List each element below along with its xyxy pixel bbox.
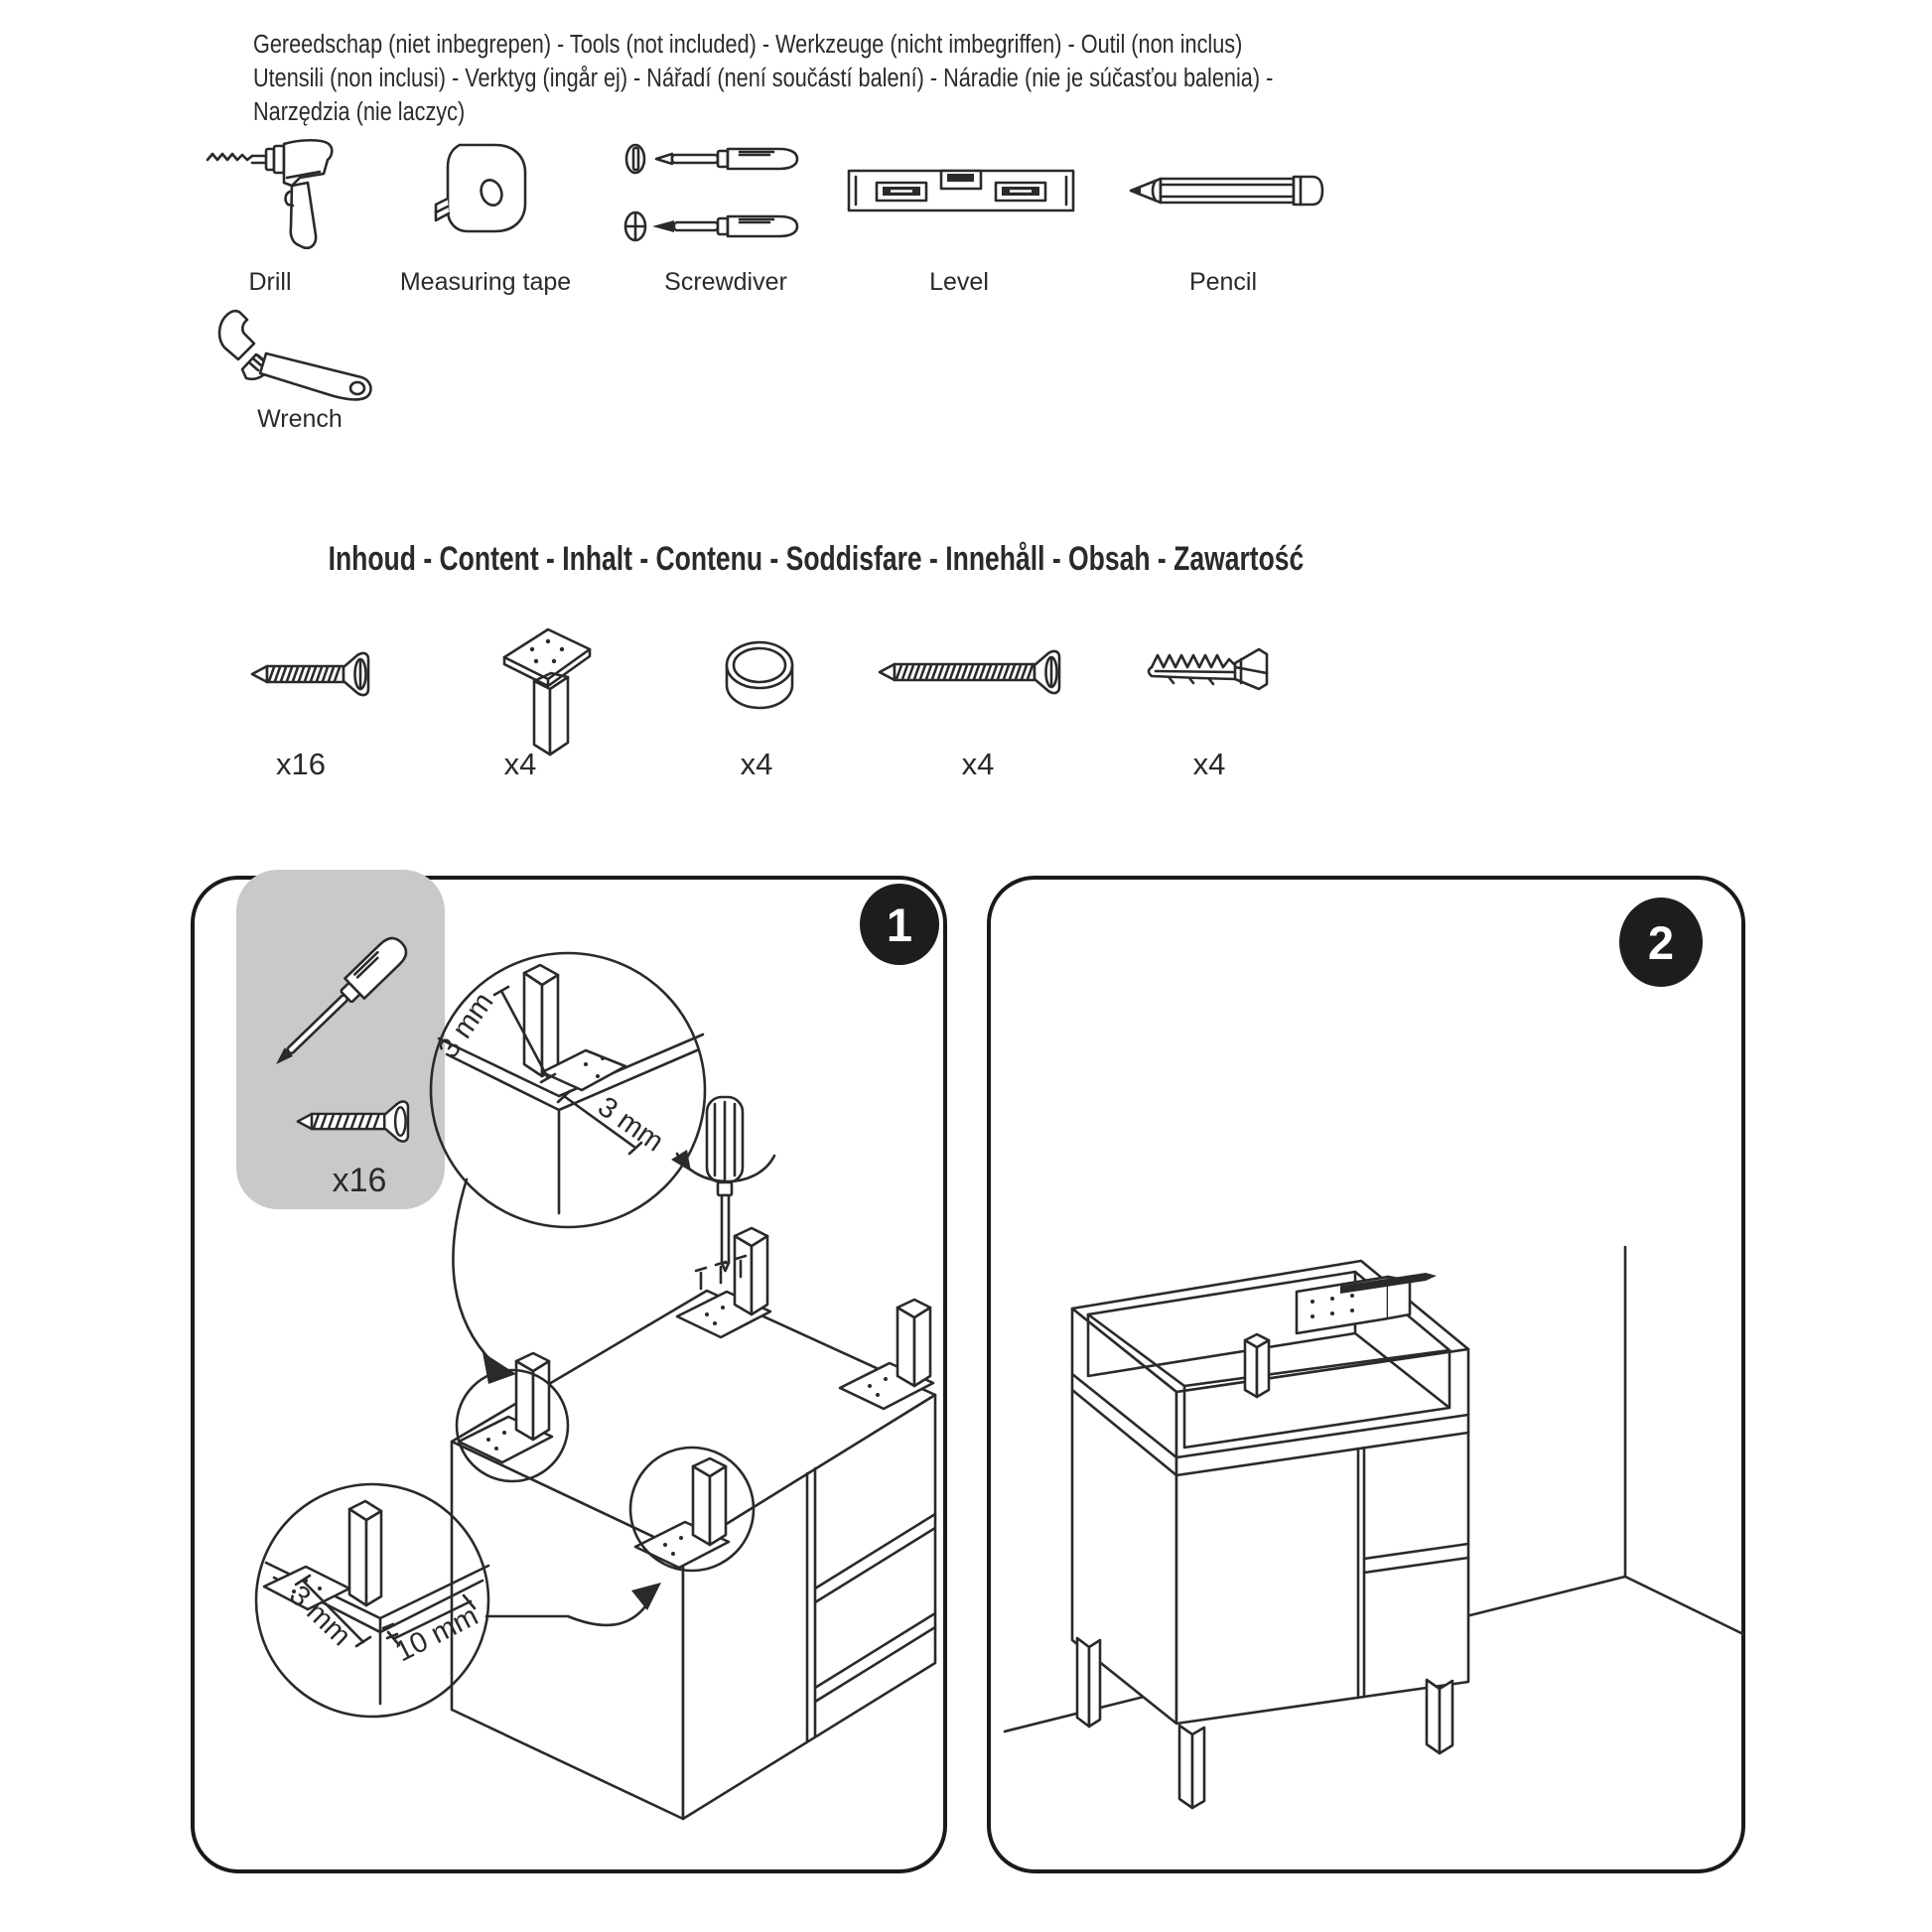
step2-badge: 2 (1619, 897, 1703, 987)
step1-required-hardware-box (236, 870, 445, 1209)
short-screw-icon (248, 645, 392, 708)
wall-plug-icon (1140, 637, 1274, 706)
tool-label-screwdriver: Screwdiver (664, 268, 787, 296)
tools-header-line1: Gereedschap (niet inbegrepen) - Tools (n… (253, 31, 1243, 59)
tool-label-pencil: Pencil (1188, 268, 1258, 296)
tool-label-wrench: Wrench (257, 405, 343, 433)
part-count-ring: x4 (740, 747, 773, 781)
wrench-icon (214, 308, 381, 414)
tool-label-level: Level (929, 268, 989, 296)
part-count-short-screw: x16 (276, 747, 326, 781)
measuring-tape-icon (434, 137, 533, 251)
tools-header: Gereedschap (niet inbegrepen) - Tools (n… (253, 28, 1435, 129)
tools-header-line2: Utensili (non inclusi) - Verktyg (ingår … (253, 65, 1274, 92)
content-title: Inhoud - Content - Inhalt - Contenu - So… (328, 540, 1305, 578)
step1-badge: 1 (860, 884, 939, 965)
step2-panel (987, 876, 1745, 1873)
long-screw-icon (876, 643, 1086, 706)
drill-icon (202, 132, 350, 268)
tool-label-drill: Drill (248, 268, 292, 296)
part-count-leg-bracket: x4 (503, 747, 537, 781)
tool-label-measuring-tape: Measuring tape (399, 268, 572, 296)
screwdriver-icon (622, 135, 806, 261)
pencil-icon (1128, 171, 1326, 215)
leg-bracket-icon (490, 618, 602, 763)
part-count-wall-plug: x4 (1192, 747, 1226, 781)
part-count-long-screw: x4 (961, 747, 995, 781)
tools-header-line3: Narzędzia (nie laczyc) (253, 98, 466, 126)
ring-icon (719, 635, 800, 734)
level-icon (847, 165, 1075, 221)
